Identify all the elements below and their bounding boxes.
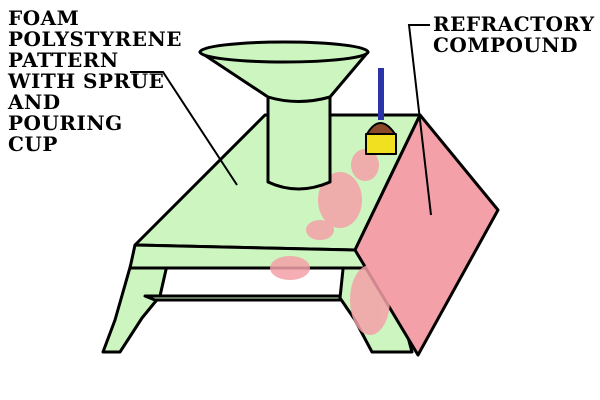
speckle [351,149,379,181]
leader-lines [130,24,432,216]
foam-label-line: WITH SPRUE [8,69,165,93]
front-edge [128,243,370,270]
pouring-cup-rim [198,40,370,64]
speckle [270,256,310,280]
foam-label-line: AND [8,90,61,114]
paint-brush-icon [365,68,397,155]
refractory-side-face [353,113,500,357]
foam-label-line: PATTERN [8,48,119,72]
refractory-label-line: REFRACTORY [433,12,595,36]
foam-label-line: FOAM [8,6,80,30]
brush-handle [378,68,384,120]
foam-label-line: CUP [8,132,58,156]
foam-leader-line [130,71,238,186]
speckle [350,265,390,335]
foam-label-line: POURING [8,111,123,135]
brush-ferrule [365,133,397,155]
foam-label-line: POLYSTYRENE [8,27,183,51]
refractory-compound-label: REFRACTORY COMPOUND [433,14,595,56]
foam-pattern-label: FOAM POLYSTYRENE PATTERN WITH SPRUE AND … [8,8,182,155]
refractory-label-line: COMPOUND [433,33,579,57]
refractory-leader-line [407,24,432,216]
sprue-and-cup [198,40,370,191]
sprue [266,90,332,191]
speckle [318,172,362,228]
speckle [306,220,334,240]
